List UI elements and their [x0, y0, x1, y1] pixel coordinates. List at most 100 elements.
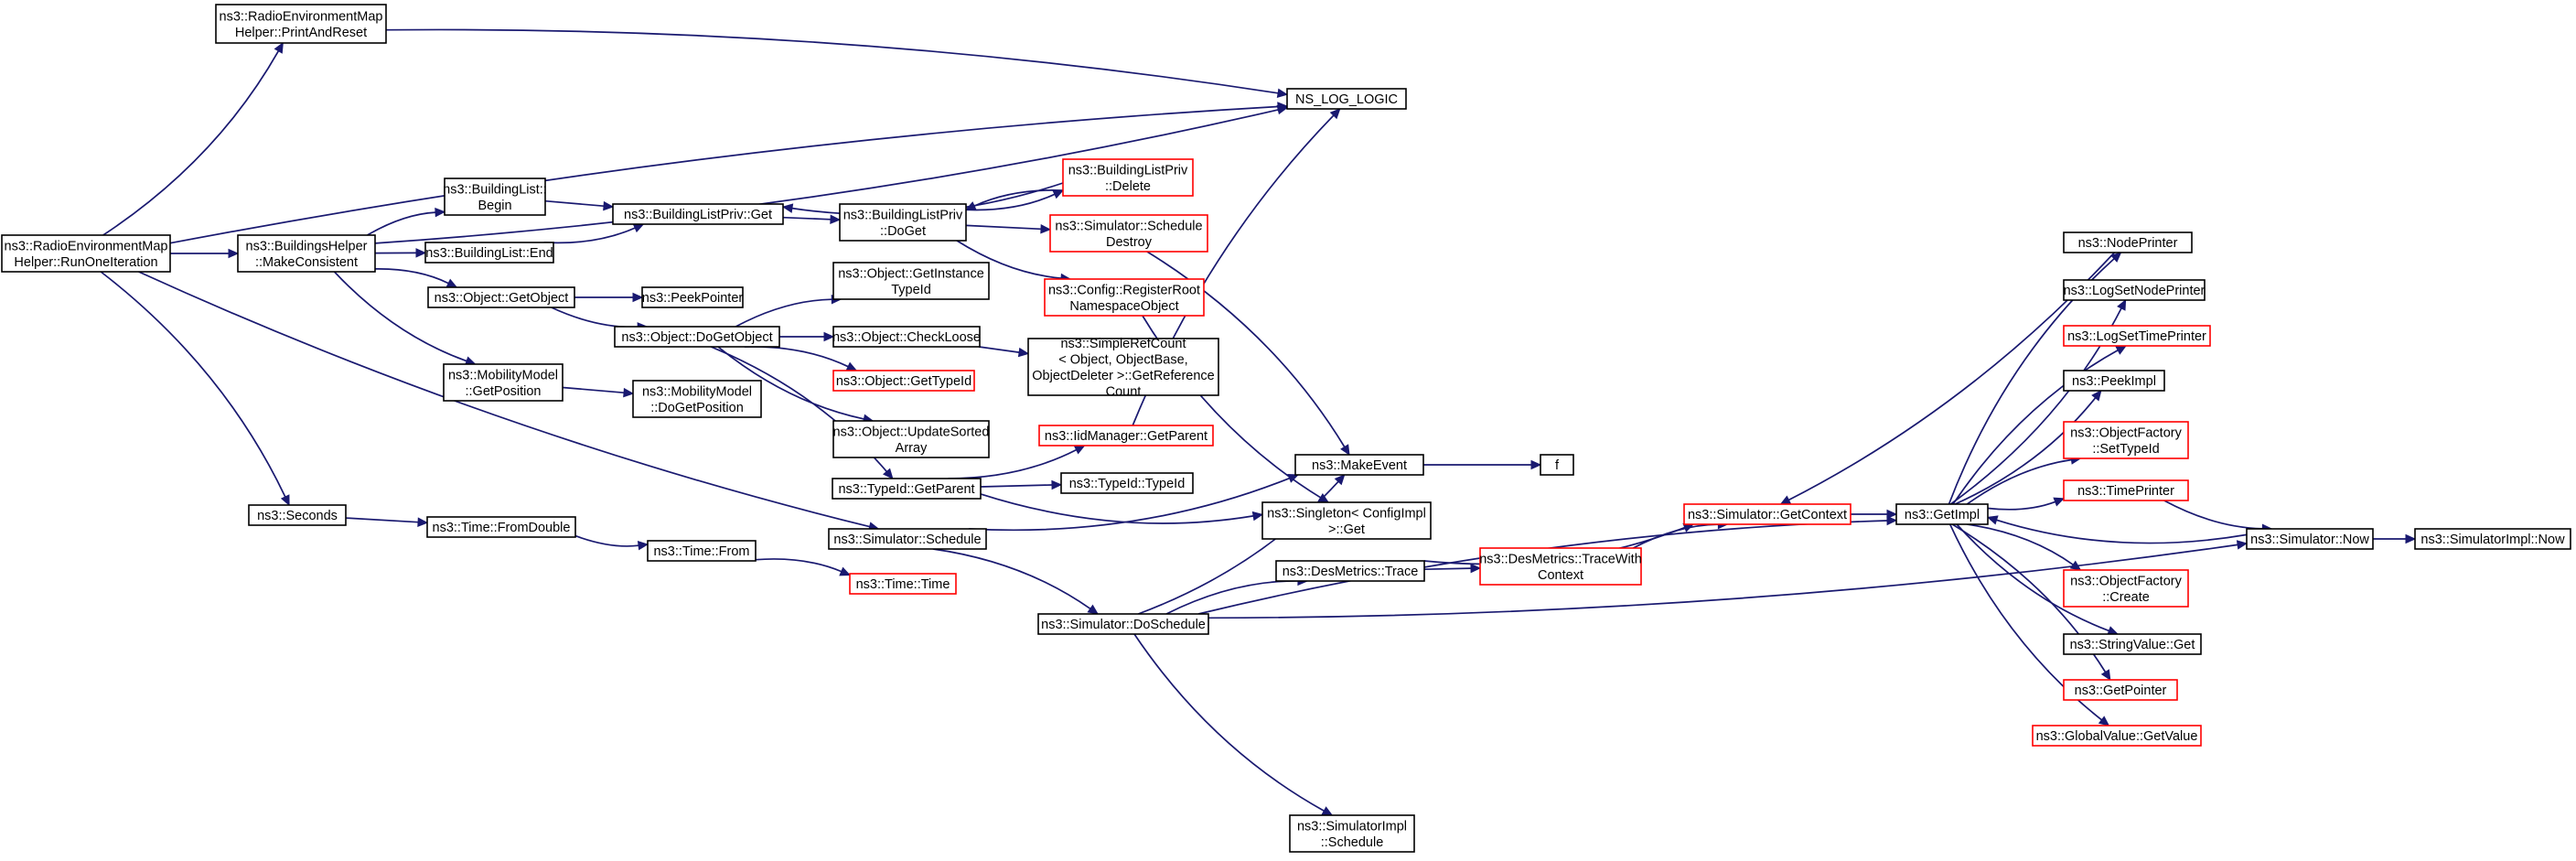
node-box-peekimpl[interactable]: [2063, 370, 2165, 392]
node-box-peekptr[interactable]: [641, 286, 744, 308]
node-box-seconds[interactable]: [248, 504, 347, 526]
node-peekptr[interactable]: ns3::PeekPointer: [641, 286, 744, 308]
node-box-mobgetpos[interactable]: [443, 363, 564, 402]
node-objcheckloose[interactable]: ns3::Object::CheckLoose: [832, 326, 981, 348]
node-simplerefcount[interactable]: ns3::SimpleRefCount< Object, ObjectBase,…: [1027, 337, 1219, 400]
node-box-objgetobj[interactable]: [427, 286, 575, 308]
node-box-simgetctx[interactable]: [1683, 503, 1852, 525]
node-box-simimplsched[interactable]: [1289, 814, 1415, 853]
node-objgettypeid[interactable]: ns3::Object::GetTypeId: [832, 370, 975, 392]
node-box-getimpl[interactable]: [1895, 503, 1989, 525]
node-blpget[interactable]: ns3::BuildingListPriv::Get: [612, 203, 784, 225]
node-box-objgettypeid[interactable]: [832, 370, 975, 392]
node-desmetrics[interactable]: ns3::DesMetrics::Trace: [1275, 560, 1425, 582]
node-typeidtypeid[interactable]: ns3::TypeId::TypeId: [1060, 472, 1194, 494]
node-objfactsettype[interactable]: ns3::ObjectFactory::SetTypeId: [2063, 421, 2189, 459]
node-iidmgr[interactable]: ns3::IidManager::GetParent: [1038, 425, 1214, 447]
node-bhelper[interactable]: ns3::BuildingsHelper::MakeConsistent: [237, 234, 376, 273]
node-box-globalvalue[interactable]: [2032, 725, 2202, 747]
node-box-blend[interactable]: [424, 242, 554, 264]
node-box-timefrom[interactable]: [647, 540, 757, 562]
node-timefrom[interactable]: ns3::Time::From: [647, 540, 757, 562]
node-simschedule[interactable]: ns3::Simulator::Schedule: [828, 528, 987, 550]
node-makeevent[interactable]: ns3::MakeEvent: [1294, 454, 1424, 476]
node-box-desmetrics[interactable]: [1275, 560, 1425, 582]
node-nodeprinter[interactable]: ns3::NodePrinter: [2063, 231, 2193, 253]
node-blbegin[interactable]: ns3::BuildingList::Begin: [443, 178, 547, 216]
node-box-objgetinst[interactable]: [832, 262, 990, 300]
node-seconds[interactable]: ns3::Seconds: [248, 504, 347, 526]
node-logsettime[interactable]: ns3::LogSetTimePrinter: [2063, 325, 2211, 347]
node-nslog[interactable]: NS_LOG_LOGIC: [1286, 88, 1407, 110]
node-box-objfactcreate[interactable]: [2063, 569, 2189, 608]
node-box-printreset[interactable]: [215, 4, 387, 44]
node-box-iidmgr[interactable]: [1038, 425, 1214, 447]
node-peekimpl[interactable]: ns3::PeekImpl: [2063, 370, 2165, 392]
node-box-objupdsorted[interactable]: [832, 420, 990, 458]
node-objgetobj[interactable]: ns3::Object::GetObject: [427, 286, 575, 308]
node-globalvalue[interactable]: ns3::GlobalValue::GetValue: [2032, 725, 2202, 747]
node-box-simplerefcount[interactable]: [1027, 338, 1219, 396]
node-objfactcreate[interactable]: ns3::ObjectFactory::Create: [2063, 569, 2189, 608]
node-box-objfactsettype[interactable]: [2063, 421, 2189, 459]
node-box-typeidtypeid[interactable]: [1060, 472, 1194, 494]
node-box-timeprinter[interactable]: [2063, 479, 2189, 501]
node-box-simdoschedule[interactable]: [1037, 613, 1209, 635]
node-box-timetime[interactable]: [849, 573, 957, 595]
node-simnow[interactable]: ns3::Simulator::Now: [2246, 528, 2374, 550]
node-box-timefromdouble[interactable]: [426, 516, 576, 538]
node-timeprinter[interactable]: ns3::TimePrinter: [2063, 479, 2189, 501]
node-timefromdouble[interactable]: ns3::Time::FromDouble: [426, 516, 576, 538]
node-logsetnode[interactable]: ns3::LogSetNodePrinter: [2063, 279, 2206, 301]
node-box-simschedule[interactable]: [828, 528, 987, 550]
node-box-blpdoget[interactable]: [839, 203, 967, 242]
node-box-objdogetobj[interactable]: [614, 326, 780, 348]
node-box-simimplnow[interactable]: [2414, 528, 2571, 550]
node-blpdoget[interactable]: ns3::BuildingListPriv::DoGet: [839, 203, 967, 242]
node-timetime[interactable]: ns3::Time::Time: [849, 573, 957, 595]
node-mobgetpos[interactable]: ns3::MobilityModel::GetPosition: [443, 363, 564, 402]
node-box-typeidgetparent[interactable]: [832, 478, 982, 500]
node-typeidgetparent[interactable]: ns3::TypeId::GetParent: [832, 478, 982, 500]
node-box-mobdogetpos[interactable]: [632, 380, 762, 418]
node-box-nodeprinter[interactable]: [2063, 231, 2193, 253]
node-box-desmetricsctx[interactable]: [1479, 547, 1642, 586]
node-blpdelete[interactable]: ns3::BuildingListPriv::Delete: [1062, 158, 1194, 197]
node-printreset[interactable]: ns3::RadioEnvironmentMapHelper::PrintAnd…: [215, 4, 387, 44]
node-box-objcheckloose[interactable]: [832, 326, 981, 348]
node-box-getpointer[interactable]: [2063, 679, 2178, 701]
node-box-logsetnode[interactable]: [2063, 279, 2206, 301]
node-simimplnow[interactable]: ns3::SimulatorImpl::Now: [2414, 528, 2571, 550]
node-mobdogetpos[interactable]: ns3::MobilityModel::DoGetPosition: [632, 380, 762, 418]
node-box-singleton[interactable]: [1261, 501, 1432, 540]
node-box-bhelper[interactable]: [237, 234, 376, 273]
node-root[interactable]: ns3::RadioEnvironmentMapHelper::RunOneIt…: [1, 234, 171, 273]
node-simgetctx[interactable]: ns3::Simulator::GetContext: [1683, 503, 1852, 525]
node-f[interactable]: f: [1540, 454, 1574, 476]
node-getpointer[interactable]: ns3::GetPointer: [2063, 679, 2178, 701]
node-singleton[interactable]: ns3::Singleton< ConfigImpl>::Get: [1261, 501, 1432, 540]
node-box-blpdelete[interactable]: [1062, 158, 1194, 197]
node-objdogetobj[interactable]: ns3::Object::DoGetObject: [614, 326, 780, 348]
node-box-nslog[interactable]: [1286, 88, 1407, 110]
node-simimplsched[interactable]: ns3::SimulatorImpl::Schedule: [1289, 814, 1415, 853]
node-box-stringvalueget[interactable]: [2063, 633, 2202, 655]
node-box-simsched_destroy[interactable]: [1049, 214, 1208, 253]
node-box-makeevent[interactable]: [1294, 454, 1424, 476]
node-box-f[interactable]: [1540, 454, 1574, 476]
node-stringvalueget[interactable]: ns3::StringValue::Get: [2063, 633, 2202, 655]
node-box-blpget[interactable]: [612, 203, 784, 225]
node-box-root[interactable]: [1, 234, 171, 273]
node-getimpl[interactable]: ns3::GetImpl: [1895, 503, 1989, 525]
node-box-configreg[interactable]: [1044, 278, 1205, 317]
node-box-logsettime[interactable]: [2063, 325, 2211, 347]
node-blend[interactable]: ns3::BuildingList::End: [424, 242, 554, 264]
node-simdoschedule[interactable]: ns3::Simulator::DoSchedule: [1037, 613, 1209, 635]
node-box-simnow[interactable]: [2246, 528, 2374, 550]
node-box-blbegin[interactable]: [444, 178, 546, 216]
